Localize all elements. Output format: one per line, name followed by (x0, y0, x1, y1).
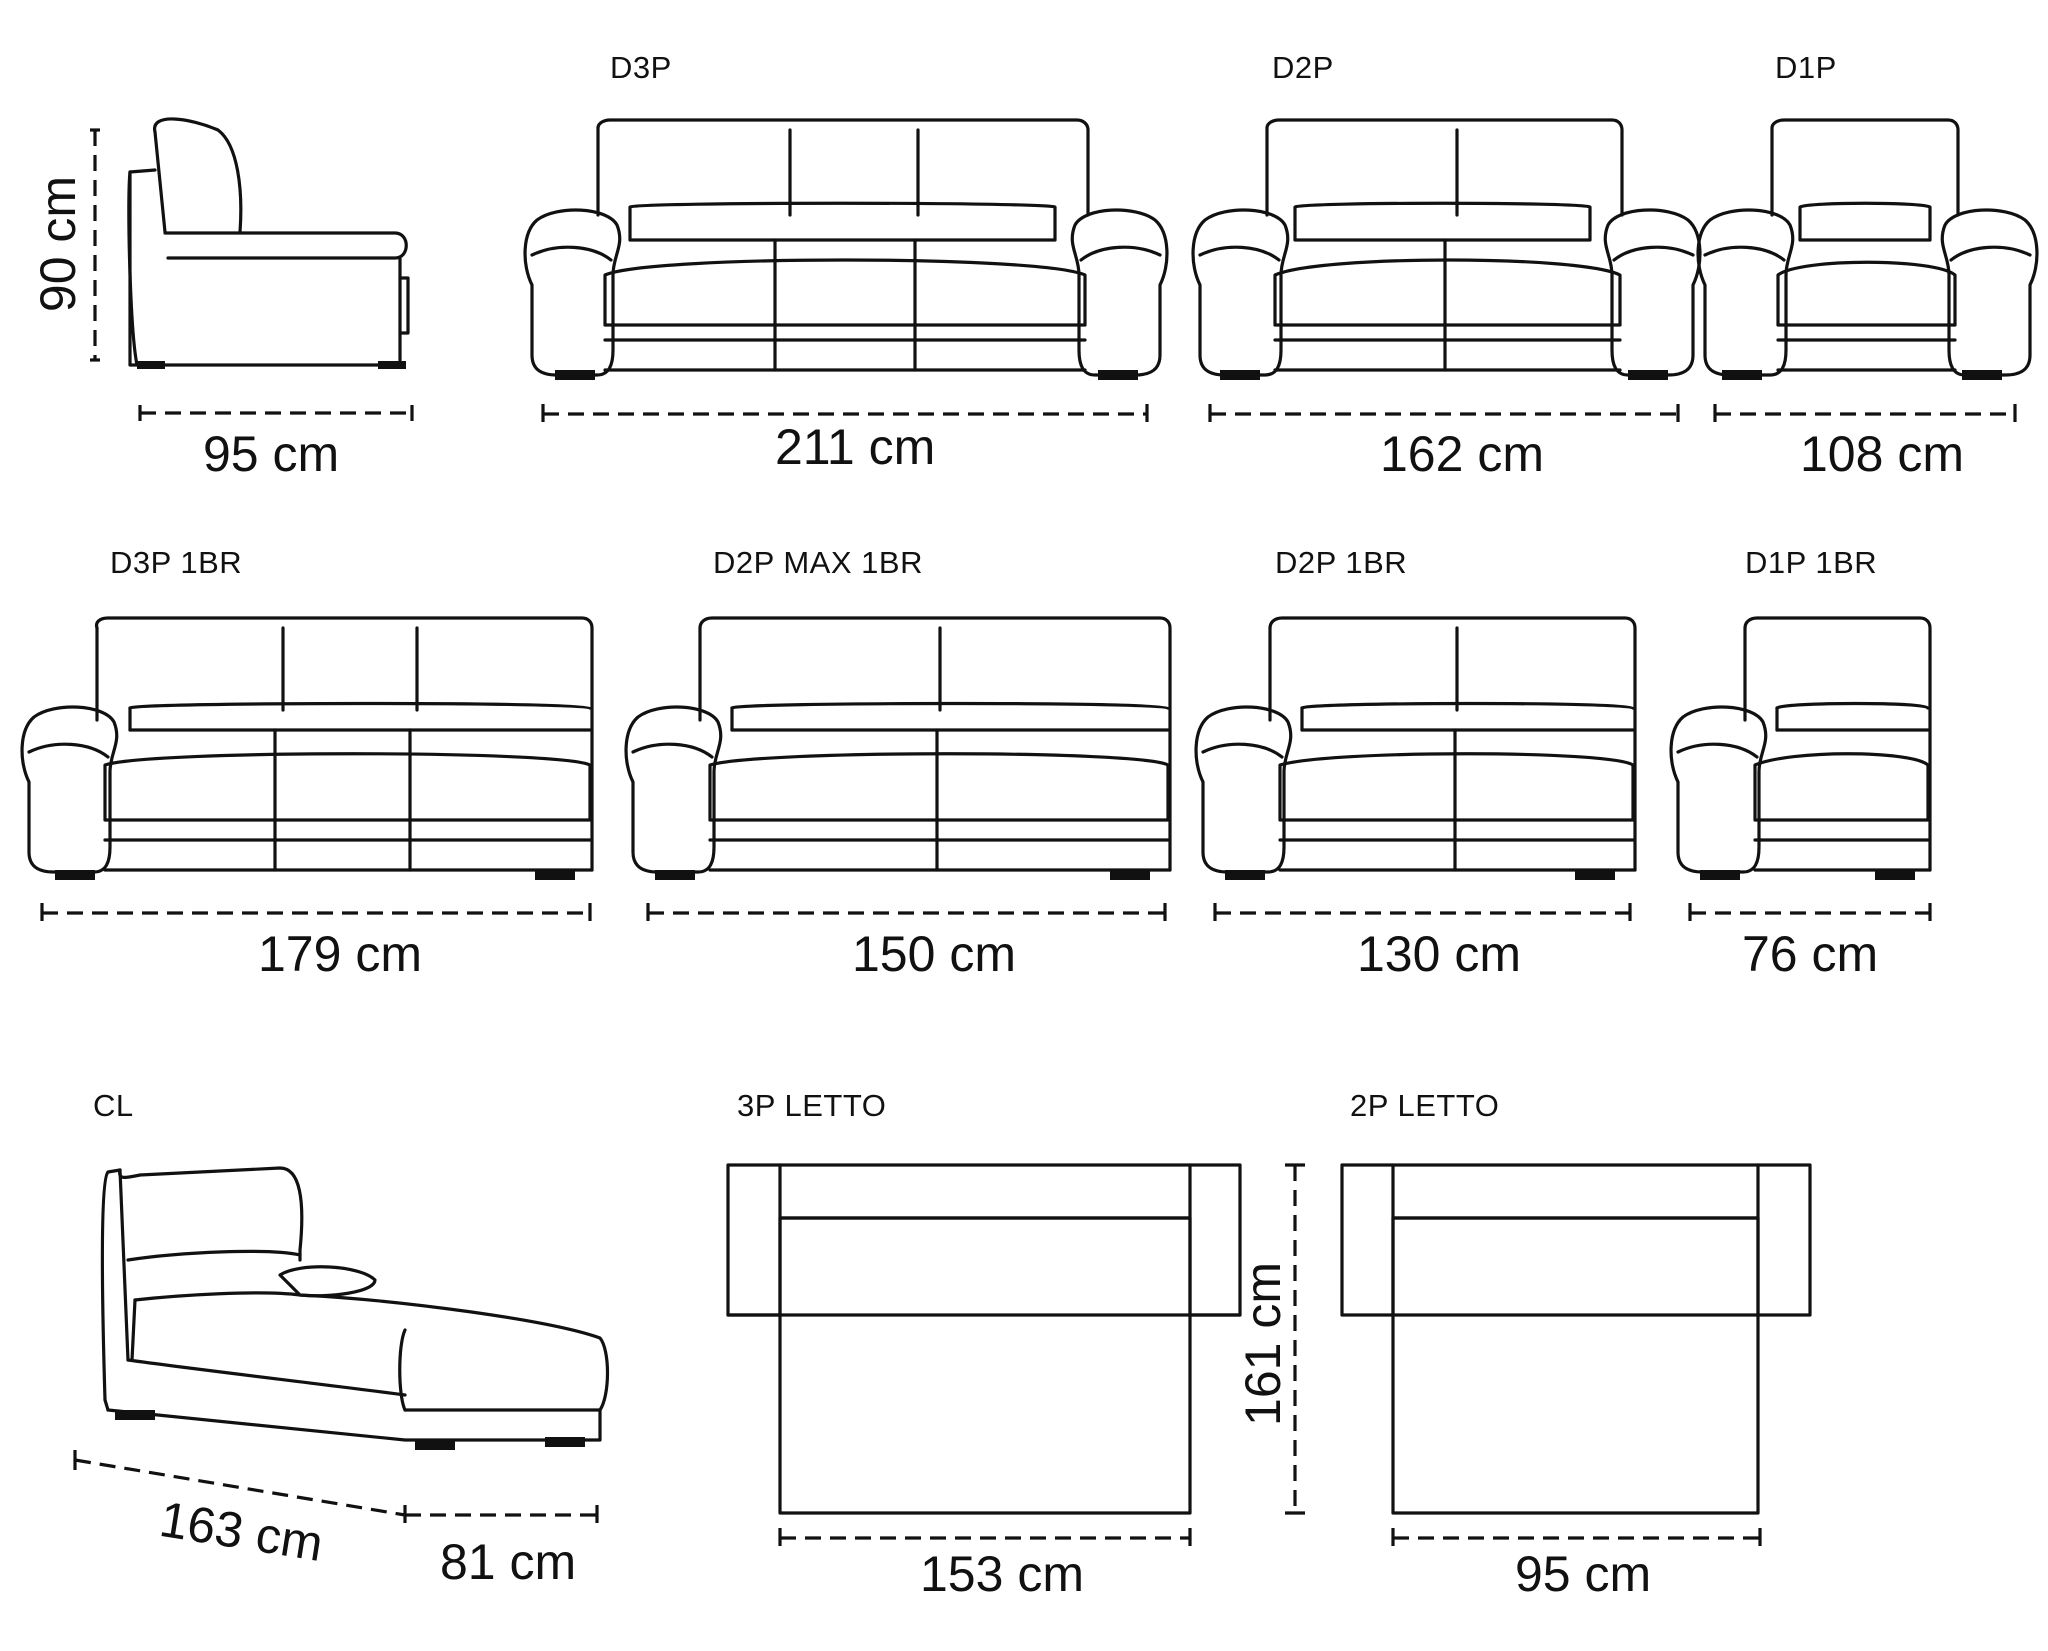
d3p-width-label: 211 cm (775, 419, 936, 475)
letto2-code-label: 2P LETTO (1350, 1088, 1500, 1123)
d1p-code-label: D1P (1775, 50, 1837, 85)
d3p-drawing (523, 118, 1169, 380)
d2p-width-dimension (1208, 404, 1680, 422)
letto3-code-label: 3P LETTO (737, 1088, 887, 1123)
cl-width-label: 81 cm (440, 1534, 577, 1590)
d2p-1br-width-dimension (1213, 903, 1632, 921)
side-height-dimension (90, 128, 100, 362)
d3p-1br-width-label: 179 cm (258, 926, 422, 982)
d2p-1br-width-label: 130 cm (1357, 926, 1521, 982)
d1p-1br-drawing (1669, 616, 1932, 880)
d2p-1br-drawing (1194, 616, 1637, 880)
d2p-drawing (1191, 118, 1702, 380)
d2p-max-1br-width-label: 150 cm (852, 926, 1016, 982)
d2p-code-label: D2P (1272, 50, 1334, 85)
side-depth-label: 95 cm (203, 426, 340, 482)
side-height-label: 90 cm (30, 175, 86, 313)
d3p-1br-drawing (20, 616, 594, 880)
letto-length-label: 161 cm (1235, 1262, 1291, 1426)
cl-drawing (100, 1166, 610, 1450)
d1p-width-label: 108 cm (1800, 426, 1964, 482)
d1p-1br-code-label: D1P 1BR (1745, 545, 1878, 580)
d1p-1br-width-dimension (1688, 903, 1932, 921)
letto2-width-dimension (1391, 1528, 1762, 1546)
d2p-1br-code-label: D2P 1BR (1275, 545, 1408, 580)
letto3-width-label: 153 cm (920, 1546, 1084, 1602)
d1p-drawing (1696, 118, 2039, 380)
d3p-code-label: D3P (610, 50, 672, 85)
cl-width-dimension (403, 1505, 599, 1523)
d2p-width-label: 162 cm (1380, 426, 1544, 482)
letto2-drawing (1340, 1163, 1812, 1515)
letto3-drawing (726, 1163, 1242, 1515)
letto-length-dimension (1285, 1163, 1305, 1515)
d3p-1br-code-label: D3P 1BR (110, 545, 243, 580)
d3p-1br-width-dimension (40, 903, 592, 921)
side-view-drawing (127, 117, 410, 369)
d2p-max-1br-code-label: D2P MAX 1BR (713, 545, 923, 580)
d2p-max-1br-width-dimension (646, 903, 1167, 921)
cl-length-dimension (73, 1450, 406, 1517)
letto3-width-dimension (778, 1528, 1192, 1546)
d1p-width-dimension (1713, 404, 2017, 422)
cl-code-label: CL (93, 1088, 134, 1123)
d3p-width-dimension (541, 404, 1149, 422)
side-depth-dimension (138, 405, 414, 421)
letto2-width-label: 95 cm (1515, 1546, 1652, 1602)
d2p-max-1br-drawing (624, 616, 1172, 880)
d1p-1br-width-label: 76 cm (1742, 926, 1879, 982)
